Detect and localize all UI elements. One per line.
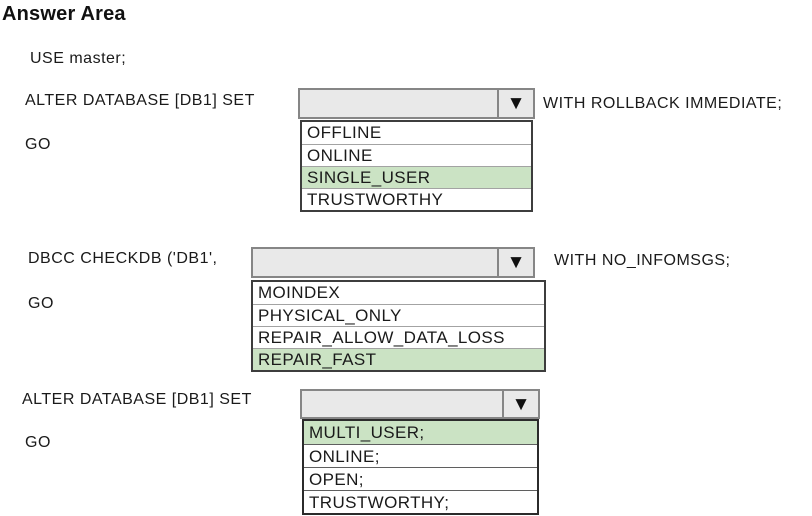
page-title: Answer Area — [2, 3, 126, 25]
dropdown-2-value[interactable] — [253, 249, 497, 276]
dropdown-option-selected[interactable]: REPAIR_FAST — [253, 348, 544, 370]
dropdown-3-value[interactable] — [302, 391, 502, 417]
go-statement-3: GO — [25, 434, 51, 451]
with-rollback-label: WITH ROLLBACK IMMEDIATE; — [543, 95, 783, 112]
with-noinfomsgs-label: WITH NO_INFOMSGS; — [554, 252, 731, 269]
dropdown-option[interactable]: TRUSTWORTHY — [302, 188, 531, 210]
dropdown-3-options: MULTI_USER; ONLINE; OPEN; TRUSTWORTHY; — [302, 419, 539, 515]
statement-use-master: USE master; — [30, 50, 127, 67]
dropdown-option[interactable]: ONLINE; — [304, 444, 537, 467]
dropdown-1[interactable]: ▼ — [298, 88, 535, 119]
statement-dbcc-checkdb: DBCC CHECKDB ('DB1', — [28, 250, 218, 267]
go-statement-2: GO — [28, 295, 54, 312]
dropdown-1-options: OFFLINE ONLINE SINGLE_USER TRUSTWORTHY — [300, 120, 533, 212]
statement-alter-database-2: ALTER DATABASE [DB1] SET — [22, 391, 252, 408]
go-statement-1: GO — [25, 136, 51, 153]
dropdown-1-value[interactable] — [300, 90, 497, 117]
dropdown-option[interactable]: OPEN; — [304, 467, 537, 490]
dropdown-option[interactable]: PHYSICAL_ONLY — [253, 304, 544, 326]
dropdown-3[interactable]: ▼ — [300, 389, 540, 419]
dropdown-arrow-icon[interactable]: ▼ — [502, 391, 538, 417]
statement-alter-database-1: ALTER DATABASE [DB1] SET — [25, 92, 255, 109]
dropdown-arrow-icon[interactable]: ▼ — [497, 249, 533, 276]
dropdown-option[interactable]: TRUSTWORTHY; — [304, 490, 537, 513]
dropdown-option-selected[interactable]: SINGLE_USER — [302, 166, 531, 188]
dropdown-option-selected[interactable]: MULTI_USER; — [304, 421, 537, 444]
dropdown-option[interactable]: REPAIR_ALLOW_DATA_LOSS — [253, 326, 544, 348]
dropdown-2-options: MOINDEX PHYSICAL_ONLY REPAIR_ALLOW_DATA_… — [251, 280, 546, 372]
dropdown-option[interactable]: MOINDEX — [253, 282, 544, 304]
dropdown-2[interactable]: ▼ — [251, 247, 535, 278]
dropdown-arrow-icon[interactable]: ▼ — [497, 90, 533, 117]
dropdown-option[interactable]: ONLINE — [302, 144, 531, 166]
dropdown-option[interactable]: OFFLINE — [302, 122, 531, 144]
